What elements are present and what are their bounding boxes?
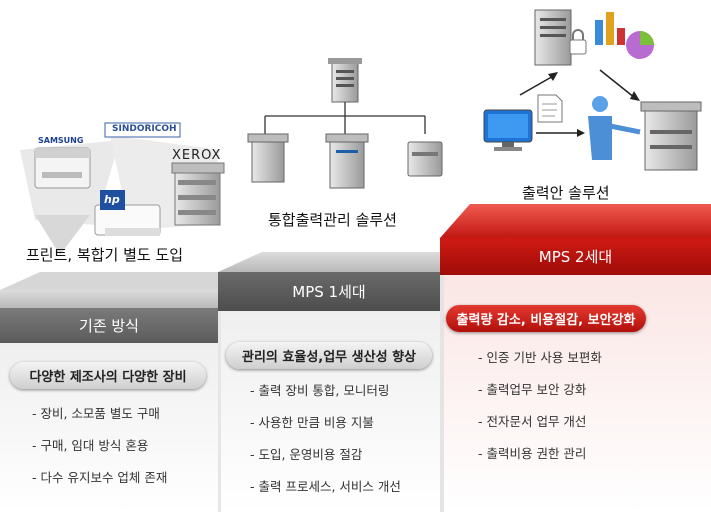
stage1-item-1: 장비, 소모품 별도 구매 bbox=[32, 404, 167, 436]
hp-label: hp bbox=[104, 193, 120, 206]
stage2-item-2: 사용한 만큼 비용 지불 bbox=[250, 413, 401, 445]
hp-printer-icon bbox=[94, 190, 161, 236]
stage1-item-3: 다수 유지보수 업체 존재 bbox=[32, 468, 167, 500]
stage3-list: 인증 기반 사용 보편화 출력업무 보안 강화 전자문서 업무 개선 출력비용 … bbox=[478, 348, 602, 476]
statistics-chart-icon bbox=[595, 12, 654, 59]
step3-top bbox=[440, 204, 711, 238]
user-icon bbox=[588, 96, 641, 160]
caption-left: 프린트, 복합기 별도 도입 bbox=[26, 246, 184, 264]
caption-right: 출력안 솔루션 bbox=[522, 184, 610, 202]
server-lock-icon bbox=[534, 9, 587, 66]
stage1-item-2: 구매, 임대 방식 혼용 bbox=[32, 436, 167, 468]
arrow-monitor-to-server bbox=[519, 74, 556, 96]
stage2-heading: MPS 1세대 bbox=[218, 272, 440, 311]
stage3-item-1: 인증 기반 사용 보편화 bbox=[478, 348, 601, 380]
monitor-icon bbox=[483, 109, 533, 151]
step1-top bbox=[0, 290, 218, 308]
xerox-copier-icon bbox=[171, 162, 225, 226]
printer-icon bbox=[407, 141, 443, 177]
multifunction-printer-icon bbox=[640, 101, 702, 171]
copier-2-icon bbox=[325, 133, 369, 189]
stage2-item-3: 도입, 운영비용 절감 bbox=[250, 445, 401, 477]
stage2-list: 출력 장비 통합, 모니터링 사용한 만큼 비용 지불 도입, 운영비용 절감 … bbox=[250, 381, 401, 509]
stage2-pill: 관리의 효율성,업무 생산성 향상 bbox=[226, 342, 432, 369]
stage3-item-2: 출력업무 보안 강화 bbox=[478, 380, 602, 412]
copier-1-icon bbox=[247, 133, 289, 183]
device-fan-illustration bbox=[20, 122, 225, 255]
stage2-item-1: 출력 장비 통합, 모니터링 bbox=[250, 381, 401, 413]
stage2-item-4: 출력 프로세스, 서비스 개선 bbox=[250, 477, 400, 509]
network-tree-illustration bbox=[247, 58, 443, 189]
secure-print-flow-illustration bbox=[483, 9, 702, 171]
sindoricoh-logo-icon bbox=[104, 122, 181, 138]
stage1-list: 장비, 소모품 별도 구매 구매, 임대 방식 혼용 다수 유지보수 업체 존재 bbox=[32, 404, 167, 500]
sindoricoh-label: SINDORICOH bbox=[112, 124, 177, 134]
stage3-heading: MPS 2세대 bbox=[440, 238, 711, 275]
samsung-printer-icon bbox=[34, 147, 91, 189]
stage3-item-3: 전자문서 업무 개선 bbox=[478, 412, 602, 444]
stage1-pill: 다양한 제조사의 다양한 장비 bbox=[10, 362, 206, 389]
samsung-label: SAMSUNG bbox=[38, 136, 84, 145]
document-icon bbox=[537, 94, 563, 123]
xerox-label: XEROX bbox=[172, 148, 222, 163]
stage1-heading: 기존 방식 bbox=[0, 308, 218, 343]
stage3-item-4: 출력비용 권한 관리 bbox=[478, 444, 602, 476]
caption-middle: 통합출력관리 솔루션 bbox=[268, 211, 397, 229]
step2-top bbox=[218, 252, 440, 272]
arrow-chart-to-printer bbox=[599, 69, 636, 99]
stage3-pill: 출력량 감소, 비용절감, 보안강화 bbox=[446, 305, 646, 332]
server-icon bbox=[328, 58, 362, 103]
